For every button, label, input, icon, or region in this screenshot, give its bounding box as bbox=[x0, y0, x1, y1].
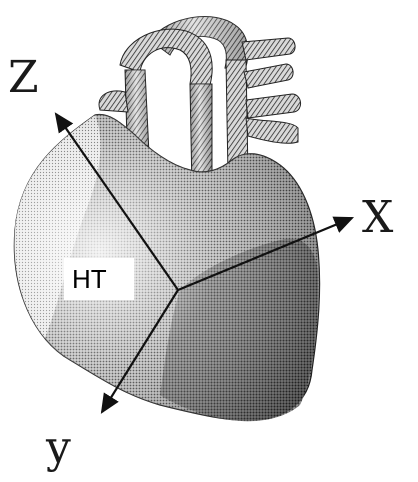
x-axis-label: X bbox=[362, 192, 394, 243]
ht-label: HT bbox=[72, 264, 107, 294]
heart-body bbox=[14, 114, 319, 421]
ht-label-box: HT bbox=[64, 258, 134, 300]
y-axis-label: y bbox=[45, 422, 71, 473]
z-axis-label: Z bbox=[8, 52, 39, 103]
